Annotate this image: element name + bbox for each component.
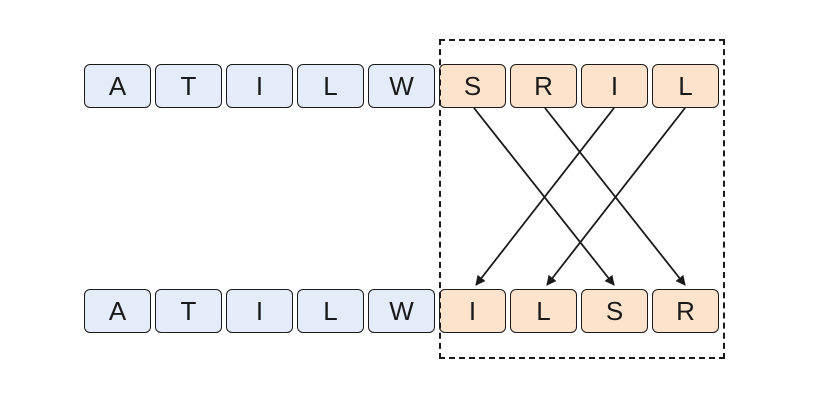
top-cell-1: A xyxy=(84,64,151,108)
top-cell-5: W xyxy=(368,64,435,108)
bottom-cell-8: S xyxy=(581,289,648,333)
bottom-cell-9: R xyxy=(652,289,719,333)
bottom-cell-5: W xyxy=(368,289,435,333)
bottom-cell-2: T xyxy=(155,289,222,333)
top-cell-2: T xyxy=(155,64,222,108)
top-cell-9: L xyxy=(652,64,719,108)
arrow-i-to-position-1 xyxy=(475,107,615,286)
top-cell-7: R xyxy=(510,64,577,108)
top-cell-6: S xyxy=(439,64,506,108)
arrow-l-to-position-2 xyxy=(546,107,686,286)
bottom-cell-6: I xyxy=(439,289,506,333)
top-cell-8: I xyxy=(581,64,648,108)
permuted-segment-box xyxy=(439,39,725,359)
top-cell-3: I xyxy=(226,64,293,108)
bottom-cell-7: L xyxy=(510,289,577,333)
bottom-cell-1: A xyxy=(84,289,151,333)
bottom-cell-3: I xyxy=(226,289,293,333)
top-cell-4: L xyxy=(297,64,364,108)
bottom-cell-4: L xyxy=(297,289,364,333)
